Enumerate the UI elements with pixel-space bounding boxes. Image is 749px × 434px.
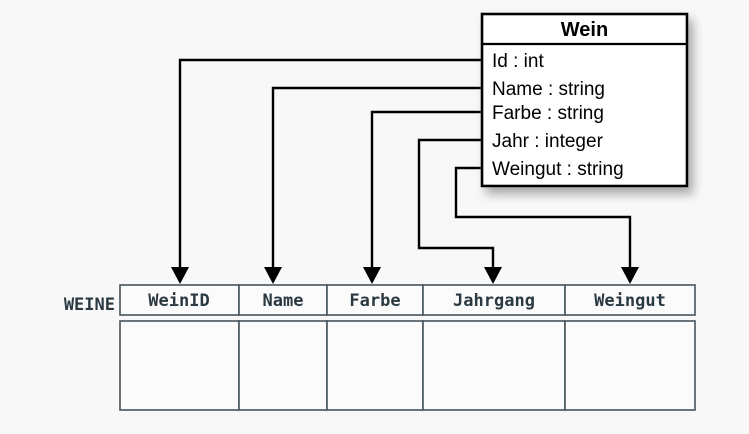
class-box-frame — [480, 12, 689, 188]
class-attribute-weingut: Weingut : string — [492, 159, 624, 180]
connector-weingut-to-weingut — [454, 166, 639, 284]
class-name-title: Wein — [561, 19, 608, 41]
column-header-text: Weingut — [594, 291, 666, 311]
table-name-label: WEINE — [64, 295, 115, 315]
table-body-cell-jahrgang[interactable] — [422, 320, 566, 411]
table-header-cell-farbe[interactable]: Farbe — [326, 284, 424, 316]
arrow-head-jahr-to-jahrgang — [484, 267, 502, 284]
connector-line-name-to-name — [271, 86, 482, 268]
class-attribute-name: Name : string — [492, 79, 605, 100]
class-attribute-id: Id : int — [492, 51, 544, 72]
arrow-head-weingut-to-weingut — [621, 267, 639, 284]
table-body-cell-weingut[interactable] — [564, 320, 696, 411]
connector-farbe-to-farbe — [363, 110, 482, 284]
connector-group — [171, 58, 639, 284]
table-body-cell-farbe[interactable] — [326, 320, 424, 411]
connector-name-to-name — [264, 86, 482, 284]
connector-line-weingut-to-weingut — [454, 166, 632, 268]
connector-id-to-weinid — [171, 58, 482, 284]
class-attribute-jahr: Jahr : integer — [492, 131, 604, 152]
table-body-cell-name[interactable] — [238, 320, 328, 411]
connector-jahr-to-jahrgang — [417, 138, 502, 284]
arrow-head-id-to-weinid — [171, 267, 189, 284]
table-header-cell-weingut[interactable]: Weingut — [564, 284, 696, 316]
table-header-cell-weinid[interactable]: WeinID — [119, 284, 240, 316]
connector-line-jahr-to-jahrgang — [417, 138, 495, 268]
arrow-head-farbe-to-farbe — [363, 267, 381, 284]
connector-line-farbe-to-farbe — [370, 110, 482, 268]
database-table: WEINE WeinID Name Farbe Jahrgang Weingut — [64, 284, 696, 411]
column-header-text: WeinID — [148, 291, 209, 311]
arrow-head-name-to-name — [264, 267, 282, 284]
table-header-cell-jahrgang[interactable]: Jahrgang — [422, 284, 566, 316]
column-header-text: Name — [263, 291, 304, 311]
column-header-text: Farbe — [349, 291, 400, 311]
table-body-cell-weinid[interactable] — [119, 320, 240, 411]
column-header-text: Jahrgang — [453, 291, 535, 311]
table-header-cell-name[interactable]: Name — [238, 284, 328, 316]
class-attribute-farbe: Farbe : string — [492, 103, 604, 124]
connector-line-id-to-weinid — [178, 58, 482, 268]
